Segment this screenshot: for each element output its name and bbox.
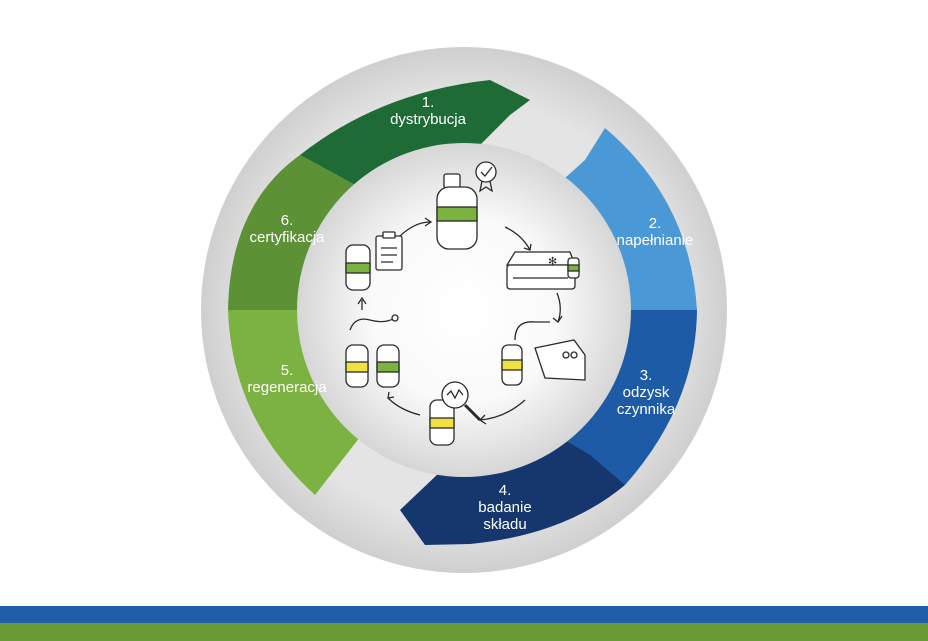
footer-stripe-green [0, 623, 928, 641]
arrow-head-2 [552, 315, 563, 323]
arrow-4-to-5 [387, 397, 421, 416]
segment-5-regeneracja [228, 310, 360, 495]
arrow-1-to-2 [504, 226, 531, 251]
refrigeration-unit-icon: ✻ [505, 251, 580, 290]
composition-analysis-icon [429, 381, 482, 446]
cylinder-certified-icon [436, 161, 497, 250]
step-5-label-line-1: regeneracja [247, 379, 327, 396]
step-4-label-line-1: badanie [478, 499, 531, 516]
step-4-label-line-2: składu [483, 516, 526, 533]
step-6-label-line-1: certyfikacja [249, 229, 325, 246]
segment-6-certyfikacja [228, 155, 355, 310]
step-labels: 1.dystrybucja 2.napełnianie 3.odzyskczynni… [247, 94, 693, 533]
cycle-arrows [357, 217, 563, 425]
svg-text:✻: ✻ [548, 255, 557, 268]
regeneration-icon [345, 314, 400, 388]
recovery-machine-icon [501, 321, 586, 386]
arrow-2-to-3 [556, 292, 561, 323]
step-3-label-line-2: czynnika [617, 401, 676, 418]
step-3-label-line-1: odzysk [623, 384, 670, 401]
step-2-label-line-1: napełnianie [617, 232, 694, 249]
arrow-3-to-4 [479, 399, 526, 421]
footer-stripe-blue [0, 606, 928, 623]
step-5-label-line-0: 5. [281, 362, 294, 379]
segment-2-napelnianie [565, 128, 697, 310]
step-1-label-line-0: 1. [422, 94, 435, 111]
arrow-head-4 [387, 391, 395, 399]
certification-clipboard-icon [345, 231, 403, 291]
step-2-label-line-0: 2. [649, 215, 662, 232]
arrow-head-5 [357, 296, 367, 305]
arrow-6-to-1 [399, 221, 431, 237]
center-disc [297, 143, 631, 477]
step-3-label-line-0: 3. [640, 367, 653, 384]
segment-1-dystrybucja [300, 80, 530, 185]
segment-4-badanie [400, 437, 625, 545]
step-6-label-line-0: 6. [281, 212, 294, 229]
arrow-head-6 [424, 217, 433, 227]
segment-3-odzysk [557, 310, 697, 485]
arrow-head-1 [523, 243, 532, 251]
step-1-label-line-1: dystrybucja [390, 111, 467, 128]
step-4-label-line-0: 4. [499, 482, 512, 499]
